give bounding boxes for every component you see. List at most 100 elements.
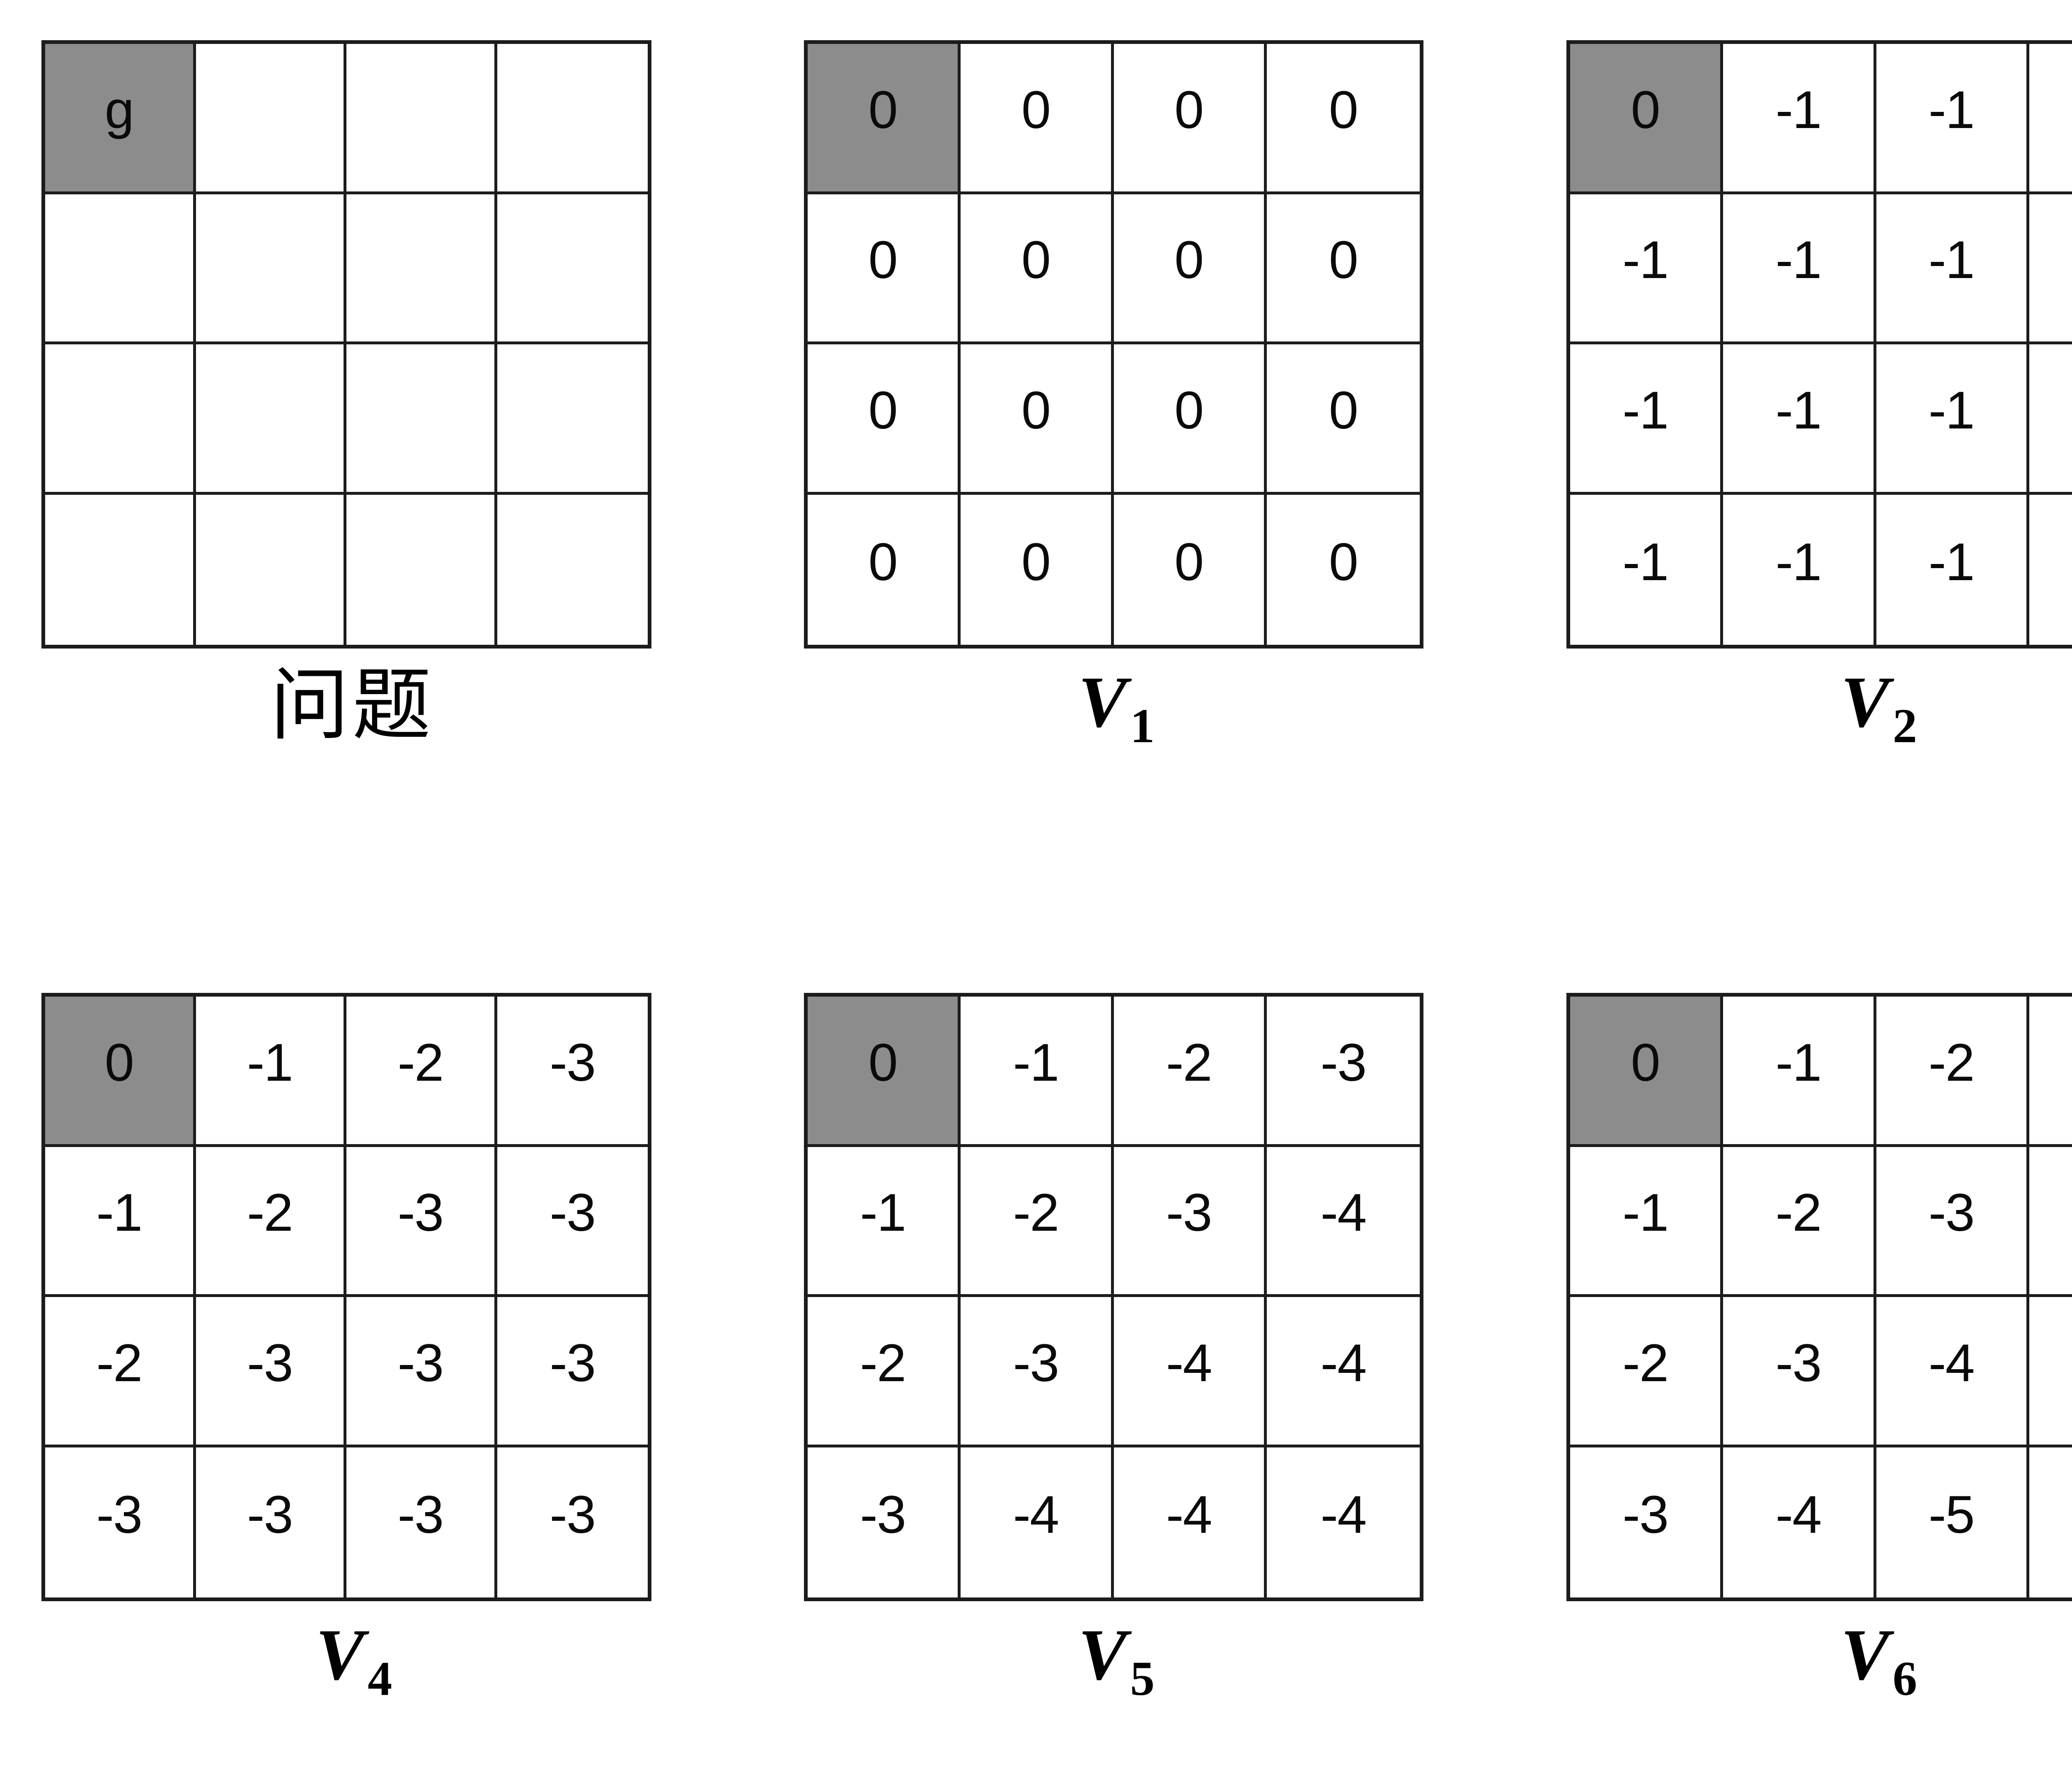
cell-value: -5: [2029, 1488, 2072, 1542]
grid-cell: -4: [1266, 1447, 1420, 1597]
cell-value: 0: [868, 532, 898, 592]
cell-value: -3: [549, 1183, 596, 1243]
cell-value: 0: [868, 80, 898, 140]
cell-value: 0: [1329, 532, 1358, 592]
grid-cell: 0: [808, 44, 961, 194]
panel-caption: V6: [1566, 1619, 2072, 1703]
grid-cell: -3: [1570, 1447, 1723, 1597]
grid-cell: -1: [1723, 494, 1876, 645]
grid-cell: 0: [1113, 44, 1267, 194]
cell-value: -1: [2029, 84, 2072, 137]
cell-value: 0: [868, 230, 898, 290]
caption-symbol: V: [1078, 662, 1127, 743]
grid-cell: [196, 194, 346, 344]
grid-cell: -3: [1723, 1297, 1876, 1447]
cell-value: -4: [1166, 1333, 1213, 1393]
caption-subscript: 5: [1130, 1651, 1155, 1706]
grid-cell: -1: [961, 997, 1114, 1147]
caption-subscript: 2: [1893, 699, 1917, 753]
grid-cell: [497, 494, 648, 645]
grid-cell: -3: [346, 1147, 497, 1297]
grid-cell: -1: [45, 1147, 196, 1297]
grid-cell: [196, 344, 346, 495]
cell-value: -1: [247, 1033, 293, 1092]
cell-value: -2: [860, 1333, 906, 1393]
cell-value: -1: [96, 1183, 143, 1243]
grid-cell: -3: [497, 1447, 648, 1597]
cell-value: -4: [1013, 1485, 1059, 1544]
grid-cell: -1: [1570, 494, 1723, 645]
cell-value: -1: [2029, 536, 2072, 589]
cell-value: -1: [1775, 1033, 1822, 1092]
cell-value: -2: [1013, 1183, 1059, 1243]
cell-value: -3: [1166, 1183, 1213, 1243]
grid-cell: -2: [808, 1297, 961, 1447]
cell-value: -5: [1928, 1485, 1975, 1544]
panel-v6: 0 -1 -2 -3 -1 -2 -3 -4 -2 -3 -4 -5 -3 -4…: [1566, 993, 2072, 1703]
cell-value: 0: [868, 380, 898, 440]
cell-value: -1: [1622, 230, 1669, 290]
cell-value: -4: [1320, 1183, 1367, 1243]
grid-cell: -1: [2029, 44, 2072, 194]
grid-v4: 0 -1 -2 -3 -1 -2 -3 -3 -2 -3 -3 -3 -3 -3…: [41, 993, 651, 1601]
grid-cell: 0: [1266, 344, 1420, 495]
grid-v5: 0 -1 -2 -3 -1 -2 -3 -4 -2 -3 -4 -4 -3 -4…: [804, 993, 1423, 1601]
grid-v1: 0 0 0 0 0 0 0 0 0 0 0 0 0 0 0 0: [804, 40, 1423, 649]
cell-value: -3: [1775, 1333, 1822, 1393]
grid-cell: -4: [1266, 1297, 1420, 1447]
grid-cell: [346, 44, 497, 194]
cell-value: -3: [1320, 1033, 1367, 1092]
grid-cell: 0: [961, 344, 1114, 495]
cell-value: -1: [1622, 532, 1669, 592]
grid-cell: 0: [1113, 194, 1267, 344]
caption-symbol: V: [1078, 1614, 1127, 1695]
grid-cell: -3: [196, 1297, 346, 1447]
grid-cell: 0: [1570, 997, 1723, 1147]
cell-value: -1: [1928, 532, 1975, 592]
caption-subscript: 6: [1893, 1651, 1917, 1706]
cell-value: -3: [549, 1333, 596, 1393]
cell-value: -4: [2029, 1186, 2072, 1239]
grid-cell: -3: [961, 1297, 1114, 1447]
cell-value: -2: [247, 1183, 293, 1243]
cell-value: 0: [868, 1033, 898, 1092]
grid-cell: 0: [1266, 44, 1420, 194]
cell-value: 0: [1021, 80, 1051, 140]
cell-value: -1: [1928, 230, 1975, 290]
grid-cell: -3: [497, 1147, 648, 1297]
grid-cell: -1: [1723, 194, 1876, 344]
cell-value: -3: [247, 1333, 293, 1393]
panel-caption: V4: [41, 1619, 663, 1703]
grid-cell: 0: [808, 494, 961, 645]
cell-value: -3: [397, 1485, 444, 1544]
cell-value: 0: [1631, 1033, 1661, 1092]
cell-value: -2: [96, 1333, 143, 1393]
cell-value: -1: [1775, 230, 1822, 290]
grid-cell: -2: [1876, 997, 2029, 1147]
grid-cell: 0: [961, 194, 1114, 344]
grid-cell: [45, 494, 196, 645]
cell-value: -2: [1166, 1033, 1213, 1092]
grid-cell: [45, 194, 196, 344]
cell-value: 0: [1021, 380, 1051, 440]
grid-cell: -2: [45, 1297, 196, 1447]
cell-value: 0: [104, 1033, 134, 1092]
cell-value: 0: [1631, 80, 1661, 140]
cell-value: 0: [1329, 380, 1358, 440]
grid-cell: [346, 194, 497, 344]
cell-value: -4: [1775, 1485, 1822, 1544]
cell-value: -4: [1320, 1485, 1367, 1544]
cell-value: 0: [1174, 230, 1204, 290]
grid-cell: -4: [961, 1447, 1114, 1597]
panel-caption: 问题: [41, 666, 663, 745]
cell-value: -3: [549, 1033, 596, 1092]
panel-caption: V1: [804, 666, 1426, 750]
grid-cell: -3: [346, 1447, 497, 1597]
grid-cell: -3: [346, 1297, 497, 1447]
cell-value: -3: [96, 1485, 143, 1544]
grid-cell: -1: [808, 1147, 961, 1297]
grid-cell: -1: [1570, 344, 1723, 495]
cell-value: -1: [1775, 80, 1822, 140]
grid-cell: -1: [2029, 194, 2072, 344]
cell-value: 0: [1329, 80, 1358, 140]
